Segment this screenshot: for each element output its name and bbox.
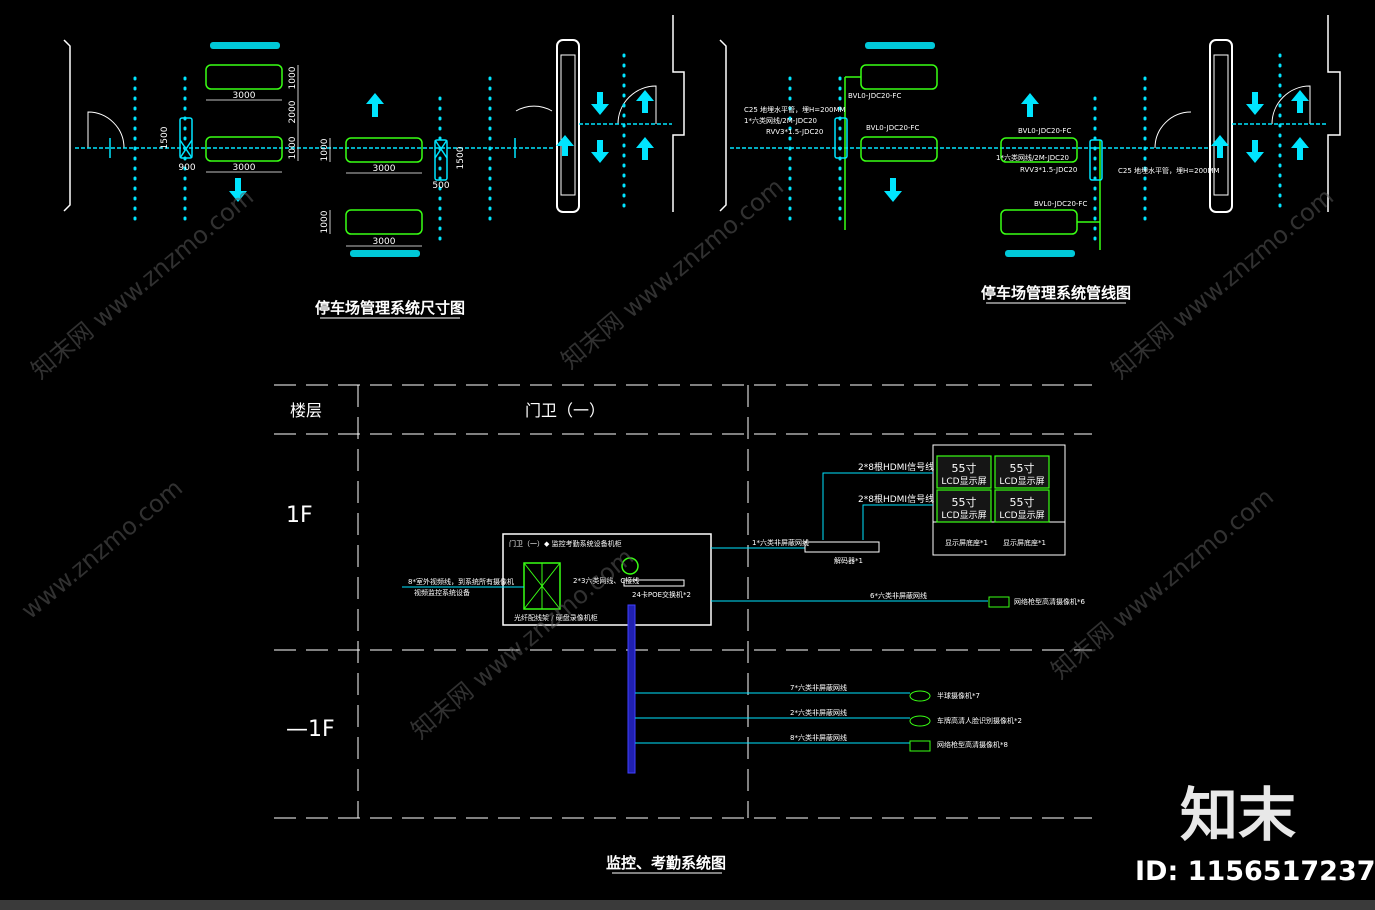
pipe-label-c25: C25 地埋水平管，埋H=200MM	[744, 105, 846, 114]
bullet-camera-icon	[988, 596, 1010, 608]
pipe-label-2: BVL0-JDC20-FC	[866, 124, 919, 132]
pipe-label-c25b: C25 地埋水平管，埋H=200MM	[1118, 166, 1220, 175]
svg-text:www.znzmo.com: www.znzmo.com	[16, 474, 188, 625]
cam-label-1: 网络枪型高清摄像机*6	[1014, 597, 1085, 606]
parking-size-drawing: 3000 3000 3000 3000 1000 2000 1000 1000 …	[63, 15, 685, 319]
brand-logo: 知末	[1180, 781, 1296, 849]
svg-text:知末网 www.znzmo.com: 知末网 www.znzmo.com	[406, 543, 639, 745]
box-caption: 门卫（一）◆ 监控考勤系统设备机柜	[509, 539, 622, 548]
face-camera-icon	[909, 715, 931, 727]
lcd-size-1: 55寸	[952, 461, 977, 475]
cam-label-2: 半球摄像机*7	[937, 691, 980, 700]
dim-3000-b: 3000	[233, 163, 256, 173]
screen-base-1: 显示屏底座*1	[945, 538, 988, 547]
cam-line-3: 2*六类非屏蔽网线	[790, 708, 847, 717]
status-bar	[0, 900, 1375, 910]
pipe-label-1: BVL0-JDC20-FC	[848, 92, 901, 100]
dim-1000-d: 1000	[320, 210, 330, 233]
dim-1000-b: 1000	[288, 136, 298, 159]
floor-b1: —1F	[286, 717, 335, 742]
dim-500: 500	[432, 181, 449, 191]
parking-pipeline-drawing: BVL0-JDC20-FC BVL0-JDC20-FC C25 地埋水平管，埋H…	[719, 15, 1341, 304]
monitoring-system-drawing: 楼层 门卫（一） 1F —1F 门卫（一）◆ 监控考勤系统设备机柜 光纤配线架 …	[274, 384, 1092, 874]
screen-base-2: 显示屏底座*1	[1003, 538, 1046, 547]
decoder-label: 解码器*1	[834, 556, 863, 565]
header-gate: 门卫（一）	[525, 401, 605, 420]
lcd-size-3: 55寸	[952, 495, 977, 509]
pipe-label-rvv2: RVV3*1.5-JDC20	[1020, 166, 1077, 174]
dim-900: 900	[178, 163, 195, 173]
switch-label: 2*3六类网线、C接线	[573, 576, 639, 585]
dim-2000: 2000	[288, 100, 298, 123]
cam-label-4: 网络枪型高清摄像机*8	[937, 740, 1008, 749]
floor-1f: 1F	[286, 503, 313, 528]
lcd-label-3: LCD显示屏	[941, 510, 986, 521]
drawing3-title: 监控、考勤系统图	[606, 854, 726, 872]
equipment-cabinet	[502, 533, 712, 626]
lcd-size-4: 55寸	[1010, 495, 1035, 509]
dim-1000-c: 1000	[320, 138, 330, 161]
drawing1-title: 停车场管理系统尺寸图	[315, 299, 465, 317]
gate-barrier-icon	[179, 117, 448, 181]
svg-text:知末网 www.znzmo.com: 知末网 www.znzmo.com	[26, 183, 259, 385]
cam-line-4: 8*六类非屏蔽网线	[790, 733, 847, 742]
booth-icon	[556, 39, 580, 213]
left-line-label2: 视频监控系统设备	[414, 588, 470, 597]
dim-1500-b: 1500	[456, 146, 466, 169]
pipe-label-rvv: RVV3*1.5-JDC20	[766, 128, 823, 136]
decoder-icon	[804, 541, 880, 553]
pipe-label-cable: 1*六类网线/2M-JDC20	[744, 116, 817, 125]
header-floor: 楼层	[290, 401, 322, 420]
poe-label: 24卡POE交换机*2	[632, 590, 691, 599]
dim-1000-a: 1000	[288, 66, 298, 89]
svg-text:知末网 www.znzmo.com: 知末网 www.znzmo.com	[1046, 483, 1279, 685]
hdmi-label-2: 2*8根HDMI信号线	[858, 493, 934, 505]
pipe-label-4: BVL0-JDC20-FC	[1034, 200, 1087, 208]
decoder-line-label: 1*六类非屏蔽网线	[752, 538, 809, 547]
dim-1500-a: 1500	[160, 126, 170, 149]
bullet-camera-icon-2	[909, 740, 931, 752]
pipe-label-cable2: 1*六类网线/2M-JDC20	[996, 153, 1069, 162]
lcd-label-4: LCD显示屏	[999, 510, 1044, 521]
lcd-label-1: LCD显示屏	[941, 476, 986, 487]
cam-label-3: 车牌高清人脸识别摄像机*2	[937, 716, 1022, 725]
hdmi-label-1: 2*8根HDMI信号线	[858, 461, 934, 473]
box-note: 光纤配线架 / 硬盘录像机柜	[514, 613, 598, 622]
cam-line-1: 6*六类非屏蔽网线	[870, 591, 927, 600]
lcd-label-2: LCD显示屏	[999, 476, 1044, 487]
lcd-size-2: 55寸	[1010, 461, 1035, 475]
watermark: 知末网 www.znzmo.com 知末网 www.znzmo.com 知末网 …	[16, 173, 1339, 745]
brand-id: ID: 1156517237	[1135, 856, 1375, 887]
dim-3000-a: 3000	[233, 91, 256, 101]
drawing2-title: 停车场管理系统管线图	[981, 284, 1131, 302]
dim-3000-c: 3000	[373, 164, 396, 174]
cam-line-2: 7*六类非屏蔽网线	[790, 683, 847, 692]
pipe-label-3: BVL0-JDC20-FC	[1018, 127, 1071, 135]
traffic-arrow-icons	[229, 90, 654, 202]
left-line-label: 8*室外视频线，到系统所有摄像机	[408, 577, 514, 586]
dim-3000-d: 3000	[373, 237, 396, 247]
dome-camera-icon	[909, 690, 931, 702]
